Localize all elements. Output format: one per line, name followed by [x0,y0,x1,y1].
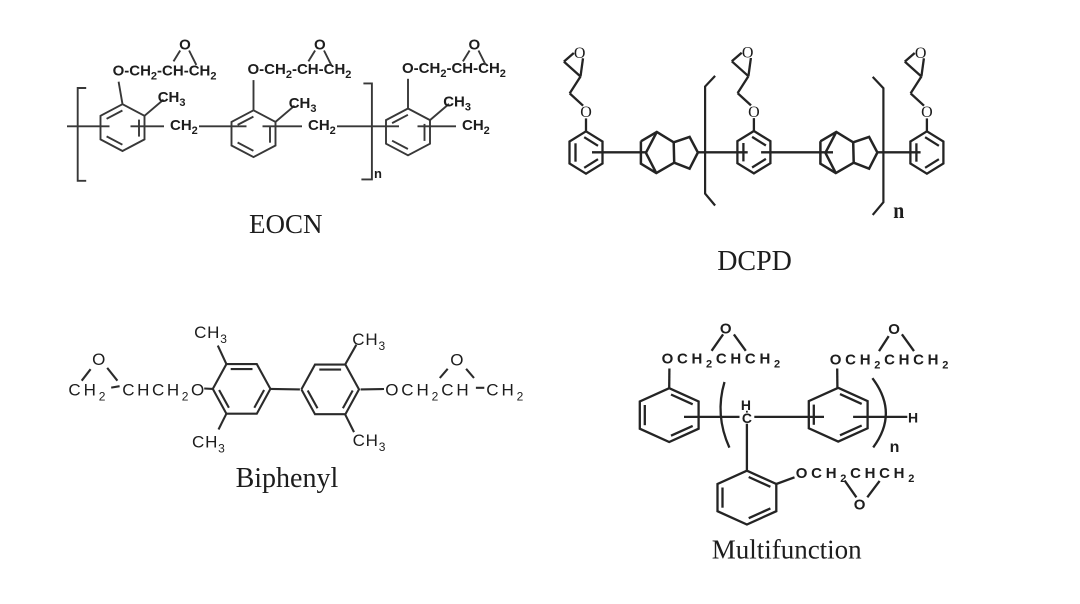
svg-text:CH3: CH3 [158,89,186,109]
svg-text:O: O [854,496,866,513]
svg-text:CH2: CH2 [462,117,490,137]
svg-text:n: n [374,166,382,181]
svg-text:CH3: CH3 [194,323,228,346]
svg-text:CH3: CH3 [289,95,317,115]
svg-text:CH3: CH3 [352,330,386,353]
svg-text:CHCH2O: CHCH2O [122,381,207,404]
svg-text:O: O [179,36,191,53]
svg-text:CH2: CH2 [68,381,108,404]
svg-text:H: H [908,409,918,425]
svg-text:OCH2CH: OCH2CH [385,381,471,404]
svg-text:O-CH2-CH-CH2: O-CH2-CH-CH2 [402,60,506,80]
svg-text:O: O [888,321,900,338]
svg-text:O: O [580,104,592,121]
svg-text:CH3: CH3 [192,433,226,456]
svg-text:O-CH2-CH-CH2: O-CH2-CH-CH2 [248,61,352,81]
svg-text:CH2: CH2 [486,381,526,404]
svg-text:CH3: CH3 [443,93,471,113]
svg-text:O: O [468,36,480,53]
svg-text:CH2: CH2 [308,117,336,137]
svg-text:EOCN: EOCN [249,209,323,239]
svg-text:O: O [314,36,326,53]
svg-text:O: O [92,350,105,369]
svg-text:O-CH2-CH-CH2: O-CH2-CH-CH2 [113,63,217,83]
svg-text:DCPD: DCPD [717,246,792,277]
svg-text:O: O [720,320,732,337]
svg-text:OCH2CHCH2: OCH2CHCH2 [830,351,952,371]
svg-text:n: n [890,439,900,456]
svg-text:O: O [574,45,586,62]
svg-text:Multifunction: Multifunction [712,534,862,564]
svg-text:O: O [748,104,760,121]
svg-text:O: O [450,351,463,370]
svg-text:Biphenyl: Biphenyl [236,463,339,494]
svg-text:CH3: CH3 [353,431,387,454]
svg-text:O: O [742,45,754,62]
svg-text:O: O [915,45,927,62]
svg-text:OCH2CHCH2: OCH2CHCH2 [796,465,918,485]
svg-text:CH2: CH2 [170,117,198,137]
svg-text:n: n [893,198,904,223]
svg-text:O: O [921,104,933,121]
svg-text:OCH2CHCH2: OCH2CHCH2 [662,351,784,371]
svg-text:C: C [742,410,752,426]
svg-text:H: H [741,397,751,413]
